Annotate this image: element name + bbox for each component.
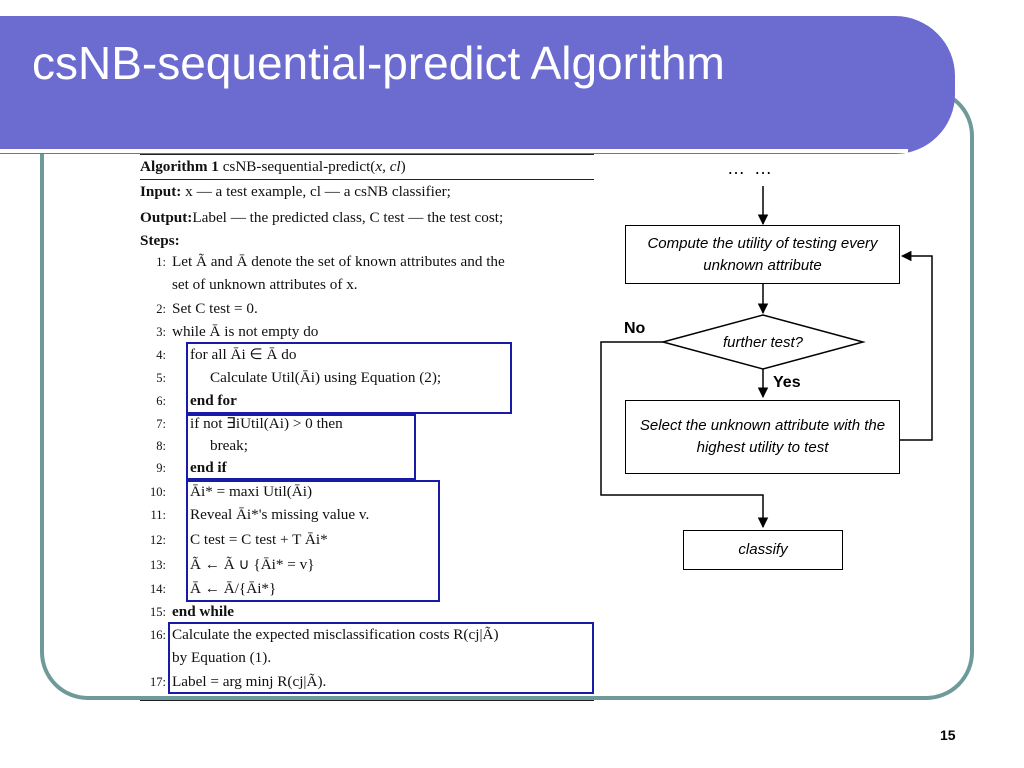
step-number: 13: — [150, 558, 166, 572]
algorithm-step-line: 12: C test = C test + T Āi* — [140, 530, 328, 550]
step-number: 10: — [150, 485, 166, 499]
page-title: csNB-sequential-predict Algorithm — [32, 37, 725, 89]
step-text: set of unknown attributes of x. — [172, 276, 358, 293]
step-number: 5: — [156, 371, 166, 385]
algorithm-step-line: 10: Āi* = maxi Util(Āi) — [140, 482, 312, 502]
algorithm-step-line: set of unknown attributes of x. — [140, 275, 358, 295]
highlight-box-classify-block — [168, 622, 594, 694]
step-number: 8: — [156, 439, 166, 453]
highlight-box-if-block — [186, 414, 416, 480]
step-text: Let Ã and Ā denote the set of known attr… — [172, 253, 505, 270]
decision-diamond — [660, 314, 866, 370]
algorithm-top-rule — [140, 154, 594, 155]
algorithm-step-line: 4: for all Āi ∈ Ā do — [140, 345, 296, 365]
algorithm-input: Input: x — a test example, cl — a csNB c… — [140, 183, 451, 200]
step-number: 16: — [150, 628, 166, 642]
step-number: 3: — [156, 325, 166, 339]
step-text: C test = C test + T Āi* — [190, 531, 328, 548]
algorithm-step-line: by Equation (1). — [140, 648, 271, 668]
step-number: 1: — [156, 255, 166, 269]
step-text: Calculate the expected misclassification… — [172, 626, 499, 643]
algorithm-step-line: 14: Ā ← Ā/{Āi*} — [140, 579, 276, 599]
algorithm-step-line: 9: end if — [140, 458, 227, 478]
step-number: 9: — [156, 461, 166, 475]
title-bar: csNB-sequential-predict Algorithm — [0, 16, 955, 154]
step-text: Label = arg minj R(cj|Ã). — [172, 673, 327, 690]
algorithm-step-line: 5: Calculate Util(Āi) using Equation (2); — [140, 368, 441, 388]
no-label: No — [624, 320, 646, 337]
algorithm-heading: Algorithm 1 csNB-sequential-predict(x, c… — [140, 158, 406, 175]
step-number: 14: — [150, 582, 166, 596]
step-text: if not ∃iUtil(Ai) > 0 then — [190, 415, 343, 432]
step-text: Calculate Util(Āi) using Equation (2); — [210, 369, 442, 386]
arrow-select-loop-back — [900, 250, 933, 441]
step-text: Āi* = maxi Util(Āi) — [190, 483, 313, 500]
algorithm-output: Output:Label — the predicted class, C te… — [140, 209, 504, 226]
algorithm-step-line: 16: Calculate the expected misclassificat… — [140, 625, 499, 645]
algorithm-step-line: 2: Set C test = 0. — [140, 299, 258, 319]
highlight-box-for-loop — [186, 342, 512, 414]
content-frame — [40, 88, 974, 700]
algorithm-step-line: 1: Let Ã and Ā denote the set of known at… — [140, 252, 505, 272]
step-number: 4: — [156, 348, 166, 362]
algorithm-heading-rule — [140, 179, 594, 180]
step-text: while Ā is not empty do — [172, 323, 319, 340]
algorithm-listing: Algorithm 1 csNB-sequential-predict(x, c… — [140, 152, 596, 704]
step-text: Reveal Āi*'s missing value v. — [190, 506, 370, 523]
step-number: 7: — [156, 417, 166, 431]
algorithm-bottom-rule — [140, 700, 594, 701]
step-text: for all Āi ∈ Ā do — [190, 346, 297, 363]
algorithm-steps-label: Steps: — [140, 232, 180, 249]
algorithm-step-line: 6: end for — [140, 391, 237, 411]
step-text: break; — [210, 437, 248, 454]
decision-label: further test? — [722, 334, 804, 351]
algorithm-step-line: 15: end while — [140, 602, 234, 622]
compute-utility-box: Compute the utility of testing every unk… — [625, 225, 900, 284]
step-text: Ā ← Ā/{Āi*} — [190, 580, 277, 597]
highlight-box-reveal-block — [186, 480, 440, 602]
algorithm-step-line: 13: Ã ← Ã ∪ {Āi* = v} — [140, 555, 315, 575]
arrow-decision-no — [600, 341, 769, 529]
step-text: end for — [190, 392, 237, 409]
algorithm-step-line: 7: if not ∃iUtil(Ai) > 0 then — [140, 414, 343, 434]
step-text: Ã ← Ã ∪ {Āi* = v} — [190, 556, 315, 573]
algorithm-step-line: 11: Reveal Āi*'s missing value v. — [140, 505, 369, 525]
algorithm-step-line: 17: Label = arg minj R(cj|Ã). — [140, 672, 326, 692]
step-text: end if — [190, 459, 227, 476]
step-text: end while — [172, 603, 235, 620]
select-attribute-box: Select the unknown attribute with the hi… — [625, 400, 900, 474]
algorithm-step-line: 8: break; — [140, 436, 248, 456]
yes-label: Yes — [773, 374, 801, 391]
algorithm-step-line: 3: while Ā is not empty do — [140, 322, 318, 342]
step-number: 6: — [156, 394, 166, 408]
step-number: 11: — [150, 508, 166, 522]
step-number: 15: — [150, 605, 166, 619]
step-text: by Equation (1). — [172, 649, 272, 666]
step-number: 12: — [150, 533, 166, 547]
step-text: Set C test = 0. — [172, 300, 258, 317]
step-number: 2: — [156, 302, 166, 316]
title-underline — [0, 149, 908, 153]
step-number: 17: — [150, 675, 166, 689]
classify-box: classify — [683, 530, 843, 570]
flowchart-ellipsis: … … — [727, 158, 775, 178]
page-number: 15 — [940, 727, 956, 743]
